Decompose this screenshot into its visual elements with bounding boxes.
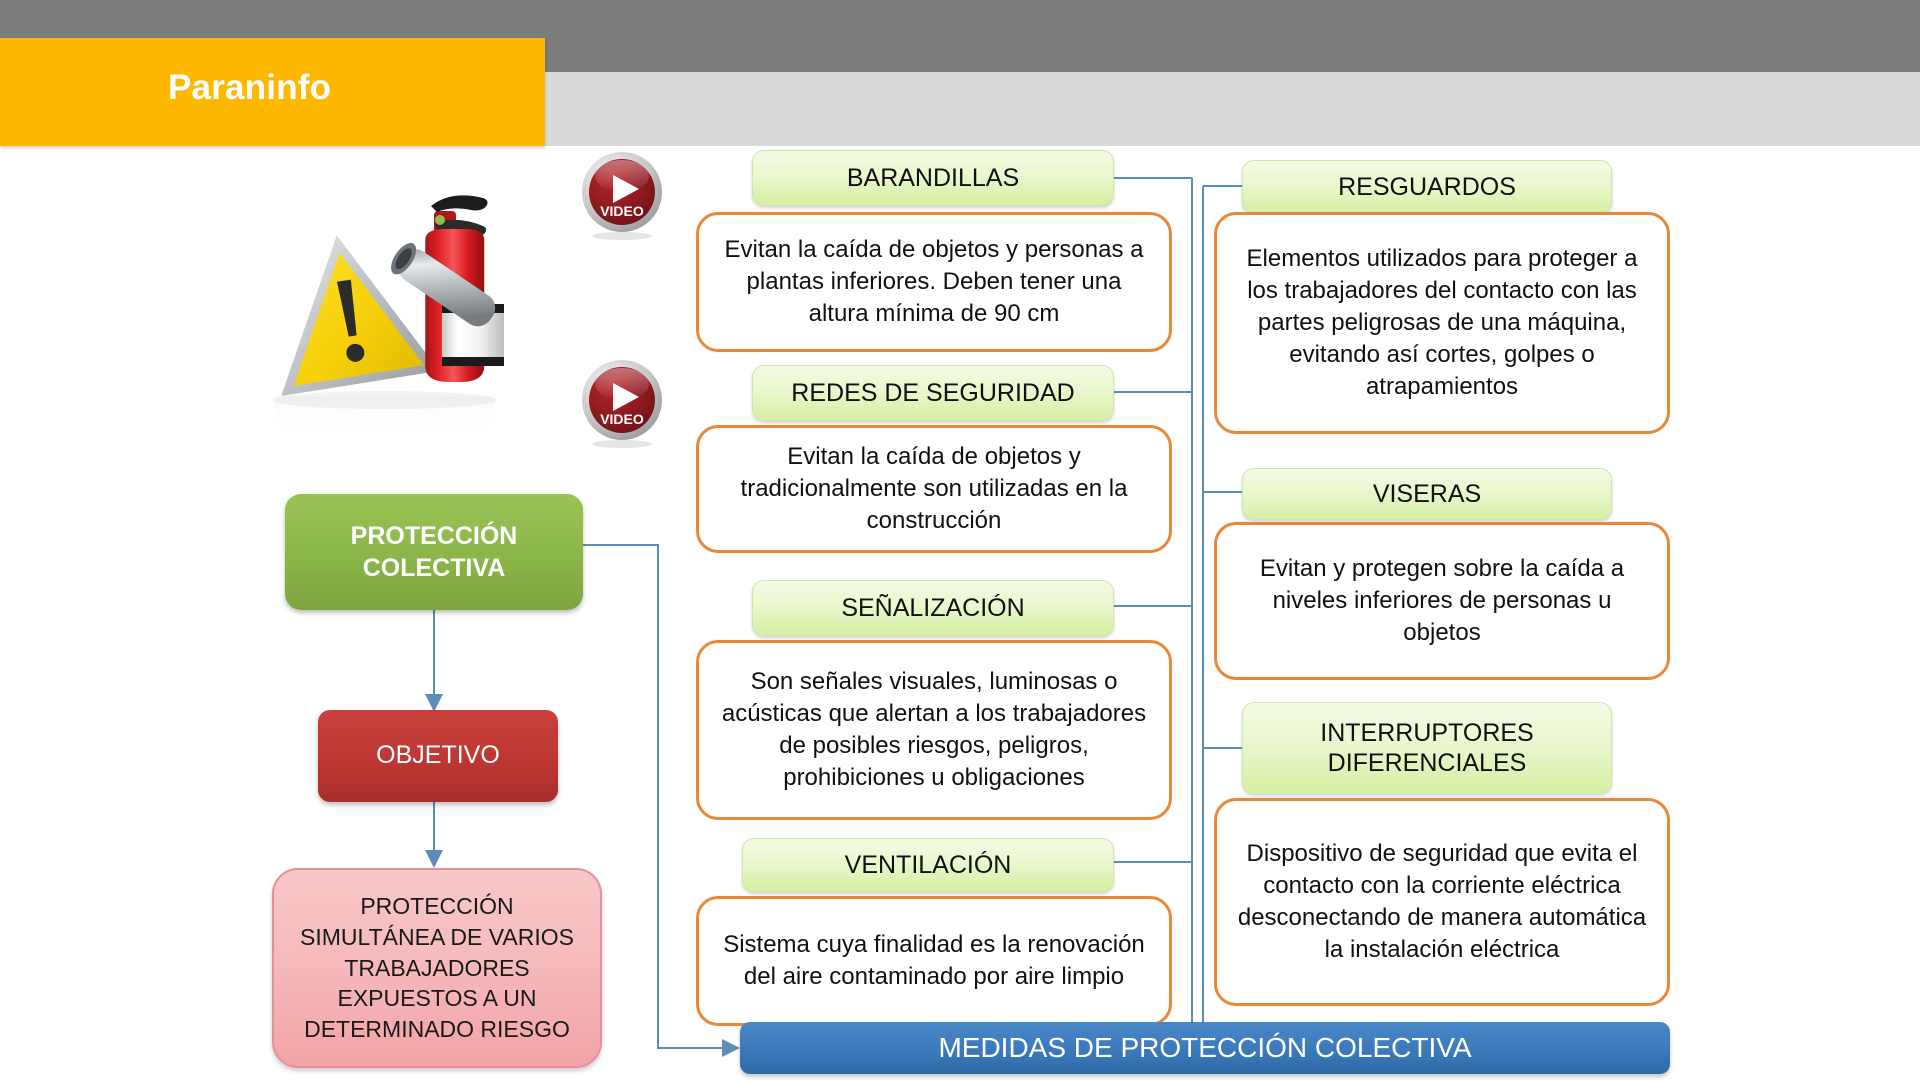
node-objetivo-description: PROTECCIÓN SIMULTÁNEA DE VARIOS TRABAJAD…: [272, 868, 602, 1068]
node-proteccion-colectiva-label: PROTECCIÓN COLECTIVA: [350, 522, 518, 582]
topic-header-barandillas-label: BARANDILLAS: [846, 163, 1020, 192]
topic-body-senalizacion-text: Son señales visuales, luminosas o acústi…: [721, 668, 1147, 791]
topic-body-senalizacion: Son señales visuales, luminosas o acústi…: [696, 640, 1172, 820]
bottom-banner-label: MEDIDAS DE PROTECCIÓN COLECTIVA: [938, 1032, 1472, 1063]
node-proteccion-colectiva[interactable]: PROTECCIÓN COLECTIVA: [285, 494, 583, 610]
topic-header-senalizacion[interactable]: SEÑALIZACIÓN: [752, 580, 1114, 636]
topic-body-resguardos: Elementos utilizados para proteger a los…: [1214, 212, 1670, 434]
bottom-banner-medidas-proteccion-colectiva[interactable]: MEDIDAS DE PROTECCIÓN COLECTIVA: [740, 1022, 1670, 1074]
topic-body-viseras: Evitan y protegen sobre la caída a nivel…: [1214, 522, 1670, 680]
topic-header-viseras[interactable]: VISERAS: [1242, 468, 1612, 520]
topic-header-redes-de-seguridad[interactable]: REDES DE SEGURIDAD: [752, 365, 1114, 421]
topic-header-resguardos-label: RESGUARDOS: [1338, 172, 1516, 201]
video-button-label: VIDEO: [600, 411, 644, 427]
node-objetivo-description-text: PROTECCIÓN SIMULTÁNEA DE VARIOS TRABAJAD…: [300, 892, 574, 1043]
topic-header-barandillas[interactable]: BARANDILLAS: [752, 150, 1114, 206]
video-play-button-barandillas[interactable]: VIDEO: [578, 150, 670, 242]
topic-body-ventilacion: Sistema cuya finalidad es la renovación …: [696, 896, 1172, 1026]
topic-body-barandillas-text: Evitan la caída de objetos y personas a …: [724, 236, 1144, 327]
brand-label: Paraninfo: [168, 68, 332, 107]
topic-body-redes-de-seguridad-text: Evitan la caída de objetos y tradicional…: [740, 443, 1128, 534]
topic-header-senalizacion-label: SEÑALIZACIÓN: [841, 593, 1025, 622]
topic-header-redes-de-seguridad-label: REDES DE SEGURIDAD: [791, 378, 1075, 407]
topic-header-ventilacion-label: VENTILACIÓN: [844, 850, 1012, 879]
brand-box: [0, 38, 545, 146]
topic-header-viseras-label: VISERAS: [1372, 479, 1482, 508]
topic-body-interruptores-diferenciales-text: Dispositivo de seguridad que evita el co…: [1237, 840, 1647, 963]
video-play-button-redes[interactable]: VIDEO: [578, 358, 670, 450]
topic-header-ventilacion[interactable]: VENTILACIÓN: [742, 838, 1114, 892]
topic-body-redes-de-seguridad: Evitan la caída de objetos y tradicional…: [696, 425, 1172, 553]
topic-header-resguardos[interactable]: RESGUARDOS: [1242, 160, 1612, 214]
topic-body-viseras-text: Evitan y protegen sobre la caída a nivel…: [1259, 555, 1625, 646]
topic-body-ventilacion-text: Sistema cuya finalidad es la renovación …: [723, 931, 1145, 990]
topic-body-resguardos-text: Elementos utilizados para proteger a los…: [1246, 245, 1638, 400]
topic-header-interruptores-diferenciales[interactable]: INTERRUPTORES DIFERENCIALES: [1242, 702, 1612, 794]
node-objetivo[interactable]: OBJETIVO: [318, 710, 558, 802]
node-objetivo-label: OBJETIVO: [376, 741, 500, 770]
video-button-label: VIDEO: [600, 203, 644, 219]
topic-body-interruptores-diferenciales: Dispositivo de seguridad que evita el co…: [1214, 798, 1670, 1006]
warning-triangle-and-fire-extinguisher-image: [235, 148, 545, 458]
topic-header-interruptores-diferenciales-label: INTERRUPTORES DIFERENCIALES: [1320, 718, 1534, 778]
topic-body-barandillas: Evitan la caída de objetos y personas a …: [696, 212, 1172, 352]
